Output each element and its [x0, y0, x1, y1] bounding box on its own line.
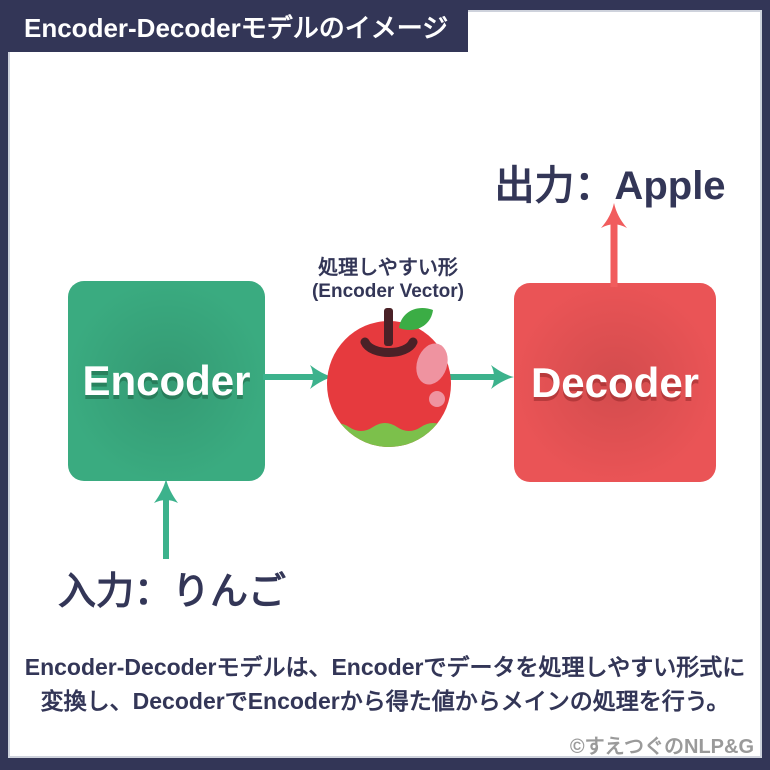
- output-arrow-icon: [598, 203, 630, 287]
- vector-label-line2: (Encoder Vector): [311, 281, 465, 302]
- output-label: 出力：Apple: [494, 164, 726, 208]
- apple-icon: [325, 300, 459, 450]
- input-label: 入力：りんご: [58, 571, 287, 613]
- encoder-to-vector-arrow-icon: [263, 362, 333, 392]
- encoder-label: Encoder: [82, 357, 251, 404]
- page-title: Encoder-Decoderモデルのイメージ: [24, 12, 449, 43]
- vector-label-line1: 処理しやすい形: [318, 257, 458, 279]
- vector-label: 処理しやすい形 (Encoder Vector): [288, 257, 488, 303]
- description-line1: Encoder-Decoderモデルは、Encoderでデータを処理しやすい形式…: [24, 654, 746, 680]
- description-text: Encoder-Decoderモデルは、Encoderでデータを処理しやすい形式…: [24, 650, 746, 718]
- title-bar: Encoder-Decoderモデルのイメージ: [0, 0, 468, 52]
- credit-text: ©すえつぐのNLP&G: [569, 736, 754, 758]
- description-line2: 変換し、DecoderでEncoderから得た値からメインの処理を行う。: [40, 688, 730, 714]
- vector-to-decoder-arrow-icon: [450, 362, 514, 392]
- decoder-label: Decoder: [530, 358, 700, 406]
- input-arrow-icon: [151, 479, 181, 559]
- encoder-box: Encoder: [68, 281, 265, 481]
- decoder-box: Decoder: [514, 283, 716, 482]
